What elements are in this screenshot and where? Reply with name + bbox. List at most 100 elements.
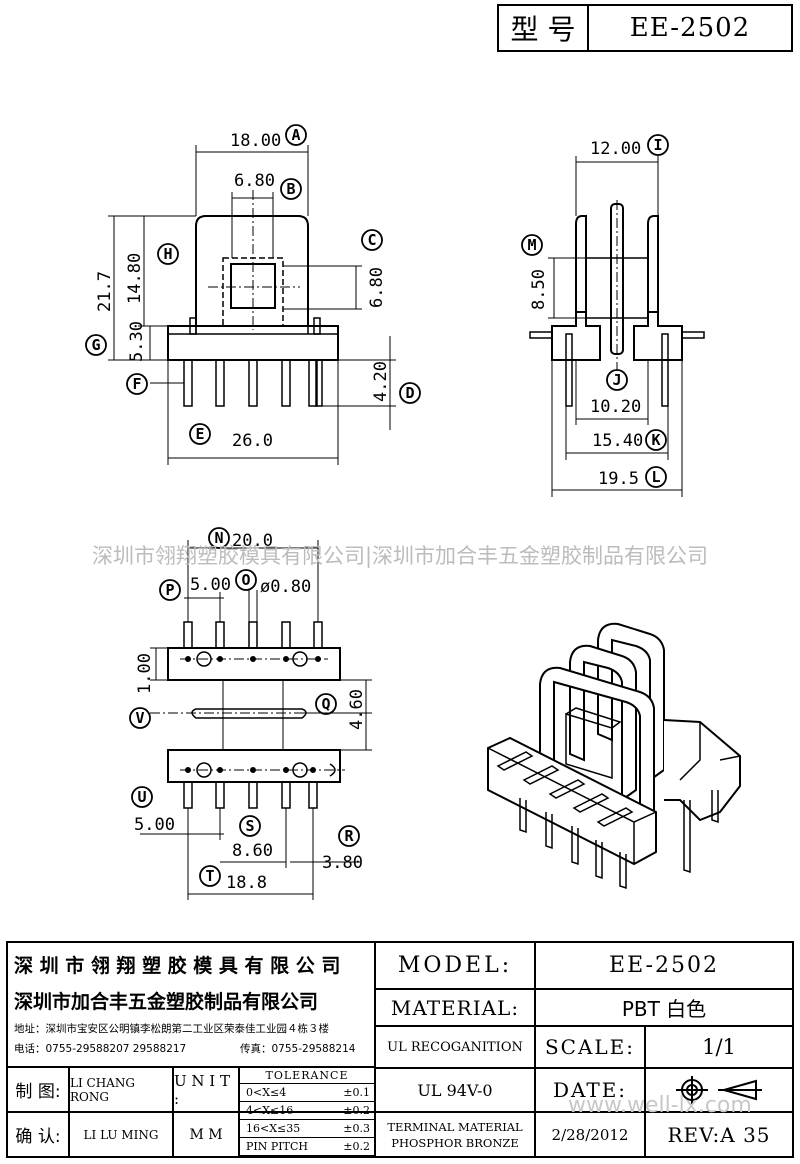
checked-by-label: 确 认:	[15, 1127, 61, 1147]
drawn-by-label: 制 图:	[15, 1082, 61, 1102]
dimension-marker-circle-R	[338, 825, 360, 847]
dimension-marker-circle-Q	[315, 693, 337, 715]
dim-R-value: 3.80	[322, 853, 363, 873]
tolerance-value: ±0.2	[343, 1104, 370, 1117]
front-pins	[183, 317, 323, 407]
dimension-marker-circle-K	[645, 429, 667, 451]
dim-A-value: 18.00	[230, 131, 281, 151]
model-value: EE-2502	[609, 953, 719, 978]
side-flange-left	[575, 215, 587, 326]
dimension-marker-N: N	[214, 529, 223, 547]
tolerance-title: TOLERANCE	[240, 1068, 374, 1084]
dimension-marker-circle-C	[361, 229, 383, 251]
technical-drawing: 18.00 6.80 6.80 4.20 26.0 5.30 14.80 21.…	[85, 124, 741, 900]
unit-value: M M	[189, 1126, 223, 1143]
dimension-marker-circle-H	[157, 243, 179, 265]
material-value: PBT 白色	[621, 997, 707, 1021]
header-model-box: 型 号 EE-2502	[497, 4, 793, 52]
pcb-top-row	[167, 647, 341, 681]
scale-label: SCALE:	[544, 1035, 636, 1059]
dimension-marker-B: B	[286, 180, 295, 198]
dimension-marker-circle-J	[606, 369, 628, 391]
dimension-marker-J: J	[612, 371, 621, 389]
drawn-by-value: LI CHANG RONG	[70, 1075, 135, 1104]
dimension-marker-E: E	[195, 425, 204, 443]
dim-pcb-h-value: 1.00	[135, 653, 155, 694]
dim-D-value: 4.20	[371, 361, 391, 402]
dimension-marker-O: O	[241, 571, 250, 589]
date-label: DATE:	[552, 1078, 628, 1102]
dim-N-value: 20.0	[232, 531, 273, 551]
dimension-marker-R: R	[344, 827, 354, 845]
tolerance-row: 0<X≤4 ±0.1	[240, 1084, 374, 1102]
dimension-marker-I: I	[653, 136, 662, 154]
dimension-marker-G: G	[91, 336, 100, 354]
scale-value: 1/1	[702, 1035, 736, 1059]
checked-by-value: LI LU MING	[83, 1127, 159, 1142]
pcb-bottom-row	[167, 749, 341, 783]
dimension-marker-circle-G	[85, 334, 107, 356]
company-name-1: 深 圳 市 翎 翔 塑 胶 模 具 有 限 公 司	[14, 955, 341, 977]
watermark-text: 深圳市翎翔塑胶模具有限公司|深圳市加合丰五金塑胶制品有限公司	[91, 544, 709, 568]
terminal-material-line-2: PHOSPHOR BRONZE	[391, 1135, 519, 1150]
dim-L-value: 19.5	[598, 469, 639, 489]
dimension-marker-circle-P	[159, 579, 181, 601]
dimension-marker-circle-D	[399, 382, 421, 404]
pcb-center-slot	[191, 708, 307, 719]
dim-H-value: 14.80	[125, 253, 145, 304]
dim-T-value: 18.8	[226, 873, 267, 893]
tolerance-row: 4<X≤16 ±0.2	[240, 1102, 374, 1120]
site-watermark: www.well-lx.com	[568, 1093, 752, 1118]
terminal-material-line-1: TERMINAL MATERIAL	[387, 1119, 523, 1134]
tolerance-row: PIN PITCH±0.2	[240, 1138, 374, 1156]
company-fax: 传真：0755-29588214	[240, 1043, 356, 1055]
dimension-marker-D: D	[405, 384, 414, 402]
isometric-view	[487, 622, 741, 890]
dimension-marker-circle-U	[131, 786, 153, 808]
dimension-marker-Q: Q	[321, 695, 330, 713]
dim-C-value: 6.80	[367, 267, 387, 308]
dimension-marker-K: K	[651, 431, 660, 449]
dimension-marker-P: P	[165, 581, 174, 599]
dim-Q-value: 4.60	[347, 689, 367, 730]
dim-O-value: ø0.80	[260, 577, 311, 597]
dimension-marker-T: T	[205, 867, 214, 885]
company-address: 地址：深圳市宝安区公明镇李松朗第二工业区荣泰佳工业园４栋３楼	[14, 1023, 329, 1035]
header-model-value: EE-2502	[629, 13, 751, 43]
dimension-marker-C: C	[367, 231, 376, 249]
tolerance-range: 4<X≤16	[246, 1104, 294, 1117]
third-angle-projection-icon	[676, 1076, 762, 1104]
dimension-marker-circle-O	[235, 569, 257, 591]
title-block: 深 圳 市 翎 翔 塑 胶 模 具 有 限 公 司 深圳市加合丰五金塑胶制品有限…	[6, 941, 794, 1158]
unit-label: U N I T :	[174, 1071, 231, 1108]
material-label: MATERIAL:	[390, 995, 520, 1020]
side-flange-right	[647, 215, 659, 326]
dimension-marker-H: H	[163, 245, 172, 263]
dimension-marker-circle-T	[199, 865, 221, 887]
front-view	[108, 145, 396, 465]
dim-total-height-value: 21.7	[95, 271, 115, 312]
tolerance-value: ±0.1	[343, 1086, 370, 1099]
model-label: MODEL:	[397, 953, 513, 978]
dimension-marker-circle-L	[645, 466, 667, 488]
dimension-marker-A: A	[291, 126, 300, 144]
side-base	[551, 311, 601, 361]
tolerance-range: 0<X≤4	[246, 1086, 287, 1099]
dimension-marker-L: L	[651, 468, 660, 486]
dimension-marker-circle-E	[189, 423, 211, 445]
dim-P-value: 5.00	[190, 575, 231, 595]
dim-I-value: 12.00	[590, 139, 641, 159]
dimension-marker-M: M	[527, 236, 536, 254]
dim-B-value: 6.80	[234, 171, 275, 191]
dimension-marker-F: F	[132, 375, 141, 393]
dim-J-value: 10.20	[590, 397, 641, 417]
dim-M-value: 8.50	[529, 269, 549, 310]
company-phone: 电话：0755-29588207 29588217	[14, 1043, 187, 1055]
tolerance-value: ±0.2	[343, 1140, 370, 1153]
dimension-marker-S: S	[245, 817, 254, 835]
iso-flange-middle	[569, 644, 637, 802]
dimension-marker-circle-N	[208, 527, 230, 549]
dim-E-value: 26.0	[232, 431, 273, 451]
dimension-marker-circle-F	[126, 373, 148, 395]
bottom-view	[140, 540, 372, 900]
